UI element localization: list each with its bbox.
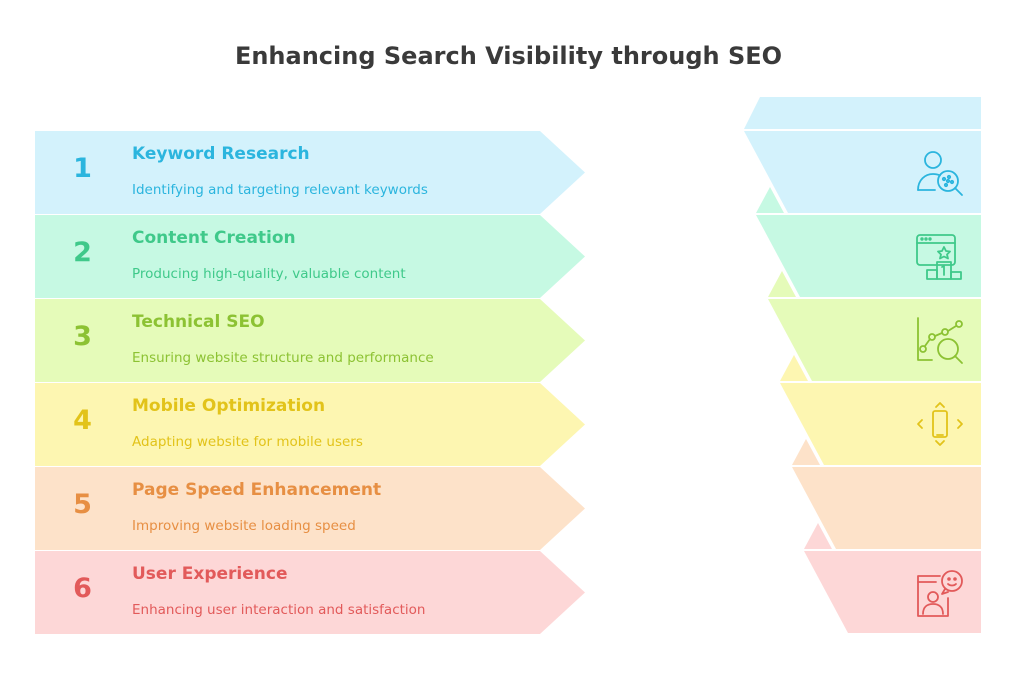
panel-fold-5 [792,439,820,465]
step-heading: Content Creation [132,228,296,248]
step-description: Enhancing user interaction and satisfact… [132,602,426,618]
user-search-icon [917,151,963,196]
mobile-resize-icon [917,402,963,446]
step-heading: Page Speed Enhancement [132,480,382,500]
step-row-2: 2 Content Creation Producing high-qualit… [35,215,585,298]
step-row-6: 6 User Experience Enhancing user interac… [35,551,585,634]
step-heading: Mobile Optimization [132,396,326,416]
step-row-4: 4 Mobile Optimization Adapting website f… [35,383,585,466]
chart-analysis-icon [917,317,963,364]
panel-fold-3 [768,271,796,297]
step-number: 4 [73,405,92,436]
step-number: 2 [73,237,92,268]
diagram-title: Enhancing Search Visibility through SEO [234,42,783,70]
panel-fold-6 [804,523,832,549]
step-number: 6 [73,573,92,604]
step-heading: User Experience [132,564,288,584]
step-number: 5 [73,489,92,520]
step-description: Producing high-quality, valuable content [132,266,406,282]
panel-6 [804,551,981,633]
step-heading: Technical SEO [132,312,265,332]
step-row-5: 5 Page Speed Enhancement Improving websi… [35,467,585,550]
panel-fold-2 [756,187,784,213]
step-description: Ensuring website structure and performan… [132,350,434,366]
step-row-3: 3 Technical SEO Ensuring website structu… [35,299,585,382]
panel-1 [744,131,981,213]
step-number: 1 [73,153,92,184]
content-award-icon [916,234,962,280]
step-number: 3 [73,321,92,352]
panel-cap [744,97,981,129]
step-row-1: 1 Keyword Research Identifying and targe… [35,131,585,214]
panel-fold-4 [780,355,808,381]
step-description: Identifying and targeting relevant keywo… [132,182,428,198]
step-heading: Keyword Research [132,144,310,164]
step-description: Improving website loading speed [132,518,356,534]
step-description: Adapting website for mobile users [132,434,363,450]
panel-4 [780,383,981,465]
user-feedback-icon [917,570,963,617]
panel-5 [792,467,981,549]
